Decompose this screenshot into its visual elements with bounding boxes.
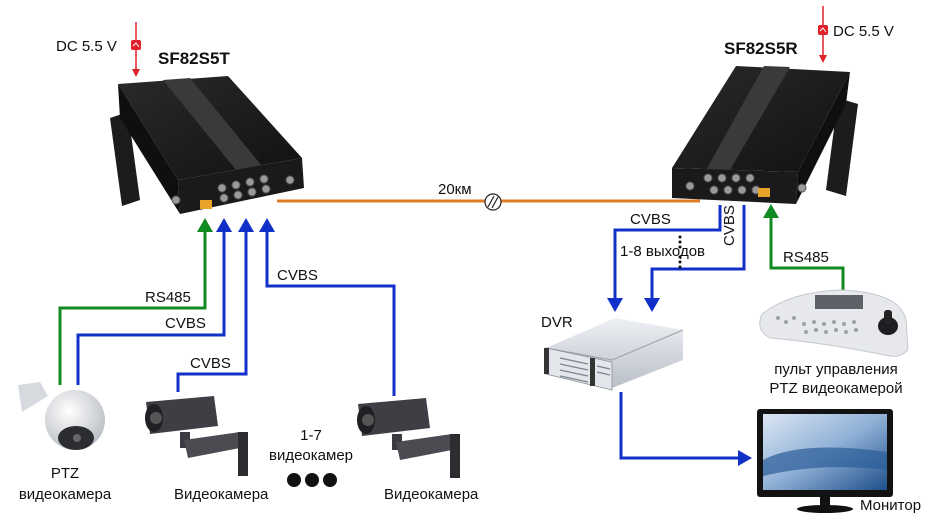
transmitter-terminal-block — [200, 200, 212, 209]
transmitter-device — [110, 76, 304, 214]
ptz-control-keyboard — [759, 289, 909, 357]
keyboard-rs485-line — [769, 215, 845, 290]
transmitter-bnc-connectors — [171, 174, 295, 205]
power-plug-icon — [818, 25, 828, 35]
monitor-device — [757, 409, 893, 513]
ptz-camera-label-line1: PTZ — [50, 465, 80, 482]
receiver-terminal-block — [758, 188, 770, 197]
transmitter-power-arrow — [131, 22, 141, 77]
keyboard-rs485-label: RS485 — [783, 249, 829, 266]
receiver-mount-flange — [826, 98, 858, 196]
receiver-stripe — [706, 66, 790, 170]
dvr-cvbs-vertical-label: CVBS — [721, 205, 738, 246]
bullet-camera-2 — [357, 398, 460, 478]
camera1-cvbs-label: CVBS — [190, 355, 231, 372]
ptz-dome-camera — [18, 382, 105, 450]
transmitter-side — [118, 84, 180, 214]
transmitter-model-label: SF82S5T — [158, 49, 230, 68]
receiver-side — [796, 72, 850, 204]
receiver-model-label: SF82S5R — [724, 39, 798, 58]
dvr-cvbs-line-2 — [650, 205, 746, 300]
fiber-break-icon — [484, 193, 502, 211]
camera2-cvbs-line — [265, 228, 396, 396]
transmitter-power-label: DC 5.5 V — [56, 38, 117, 55]
transmitter-mount-flange — [110, 112, 140, 206]
cameras-count-line2: видеокамер — [268, 447, 354, 464]
ptz-camera-label-line2: видеокамера — [18, 486, 112, 503]
dvr-label: DVR — [541, 314, 573, 331]
power-plug-icon — [131, 40, 141, 50]
camera2-cvbs-label: CVBS — [277, 267, 318, 284]
bullet-camera-1 — [145, 396, 248, 476]
monitor-video-line — [619, 392, 740, 460]
fiber-distance-label: 20км — [438, 181, 472, 198]
ptz-rs485-line — [58, 228, 207, 385]
rs485-arrowhead — [763, 204, 779, 218]
video-arrowhead — [738, 450, 752, 466]
ptz-cvbs-label: CVBS — [165, 315, 206, 332]
dvr-cvbs-line-1 — [613, 205, 722, 300]
cameras-count-line1: 1-7 — [300, 427, 322, 444]
transmitter-stripe — [163, 78, 262, 170]
ptz-rs485-label: RS485 — [145, 289, 191, 306]
more-cameras-ellipsis-icon — [287, 473, 337, 487]
dvr-device — [544, 318, 684, 391]
receiver-top — [672, 66, 850, 172]
ptz-cvbs-line — [76, 228, 226, 385]
keyboard-label-line2: PTZ видеокамерой — [769, 380, 903, 397]
cvbs-arrowhead — [238, 218, 254, 232]
camera2-label: Видеокамера — [384, 486, 479, 503]
camera1-cvbs-line — [176, 228, 248, 392]
cvbs-arrowhead — [216, 218, 232, 232]
cvbs-arrowhead — [607, 298, 623, 312]
camera1-label: Видеокамера — [174, 486, 269, 503]
dvr-cvbs-label: CVBS — [630, 211, 671, 228]
rs485-arrowhead — [197, 218, 213, 232]
outputs-ellipsis-icon — [678, 235, 682, 269]
cvbs-arrowhead — [644, 298, 660, 312]
monitor-label: Монитор — [860, 497, 922, 514]
receiver-power-label: DC 5.5 V — [833, 23, 894, 40]
keyboard-label-line1: пульт управления — [774, 361, 898, 378]
receiver-power-arrow — [818, 6, 828, 63]
outputs-count-label: 1-8 выходов — [620, 243, 706, 260]
receiver-device — [672, 66, 858, 204]
cvbs-arrowhead — [259, 218, 275, 232]
